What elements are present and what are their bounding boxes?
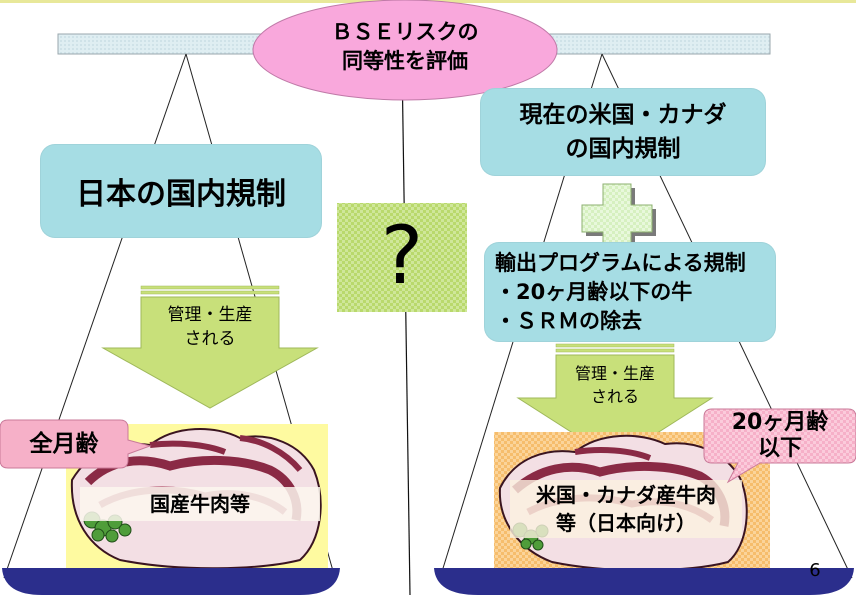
left-down-arrow: [101, 285, 319, 409]
left-dish: [2, 568, 340, 595]
right-product-label-band: [510, 480, 742, 538]
question-box: [337, 203, 467, 312]
right-age-label: 20ヶ月齢 以下: [704, 410, 856, 462]
export-program-item-srm: ・ＳＲＭの除去: [495, 308, 642, 333]
right-down-arrow: [516, 343, 714, 461]
right-product-line2: 等（日本向け）: [556, 511, 696, 535]
balance-pole: [401, 59, 411, 595]
japan-regulation-text: 日本の国内規制: [76, 177, 286, 212]
left-arrow-line2: される: [184, 329, 236, 349]
right-arrow-text: 管理・生産 される: [556, 362, 674, 408]
top-bubble-text: ＢＳＥリスクの 同等性を評価: [255, 18, 555, 76]
right-age-callout: [703, 408, 856, 484]
left-product-label-band: [80, 487, 320, 521]
us-canada-regulation-line2: の国内規制: [565, 136, 681, 162]
right-product-label: 米国・カナダ産牛肉 等（日本向け）: [506, 481, 746, 537]
us-canada-regulation-box: 現在の米国・カナダ の国内規制: [481, 89, 765, 175]
japan-regulation-box: 日本の国内規制: [41, 145, 321, 237]
export-program-title: 輸出プログラムによる規制: [495, 250, 746, 275]
question-mark: ?: [380, 209, 424, 302]
us-canada-regulation-line1: 現在の米国・カナダ: [519, 102, 727, 128]
left-age-label: 全月齢: [29, 431, 99, 457]
export-program-item-age: ・20ヶ月齢以下の牛: [495, 279, 693, 304]
left-arrow-line1: 管理・生産: [167, 305, 253, 325]
top-bubble: [252, 0, 558, 101]
right-age-line2: 以下: [757, 436, 802, 461]
right-arrow-line2: される: [590, 387, 639, 406]
right-arrow-line1: 管理・生産: [574, 364, 655, 383]
left-arrow-text: 管理・生産 される: [141, 303, 279, 351]
page-number: 6: [809, 560, 821, 581]
left-string-left: [3, 53, 187, 579]
right-product-line1: 米国・カナダ産牛肉: [536, 483, 716, 507]
top-bubble-line1: ＢＳＥリスクの: [331, 20, 479, 44]
right-dish: [434, 568, 854, 595]
left-age-callout: [0, 419, 152, 469]
export-program-box: 輸出プログラムによる規制 ・20ヶ月齢以下の牛 ・ＳＲＭの除去: [485, 243, 775, 341]
top-bubble-line2: 同等性を評価: [342, 49, 468, 73]
left-product-label: 国産牛肉等: [150, 492, 250, 516]
right-age-line1: 20ヶ月齢: [731, 410, 829, 435]
